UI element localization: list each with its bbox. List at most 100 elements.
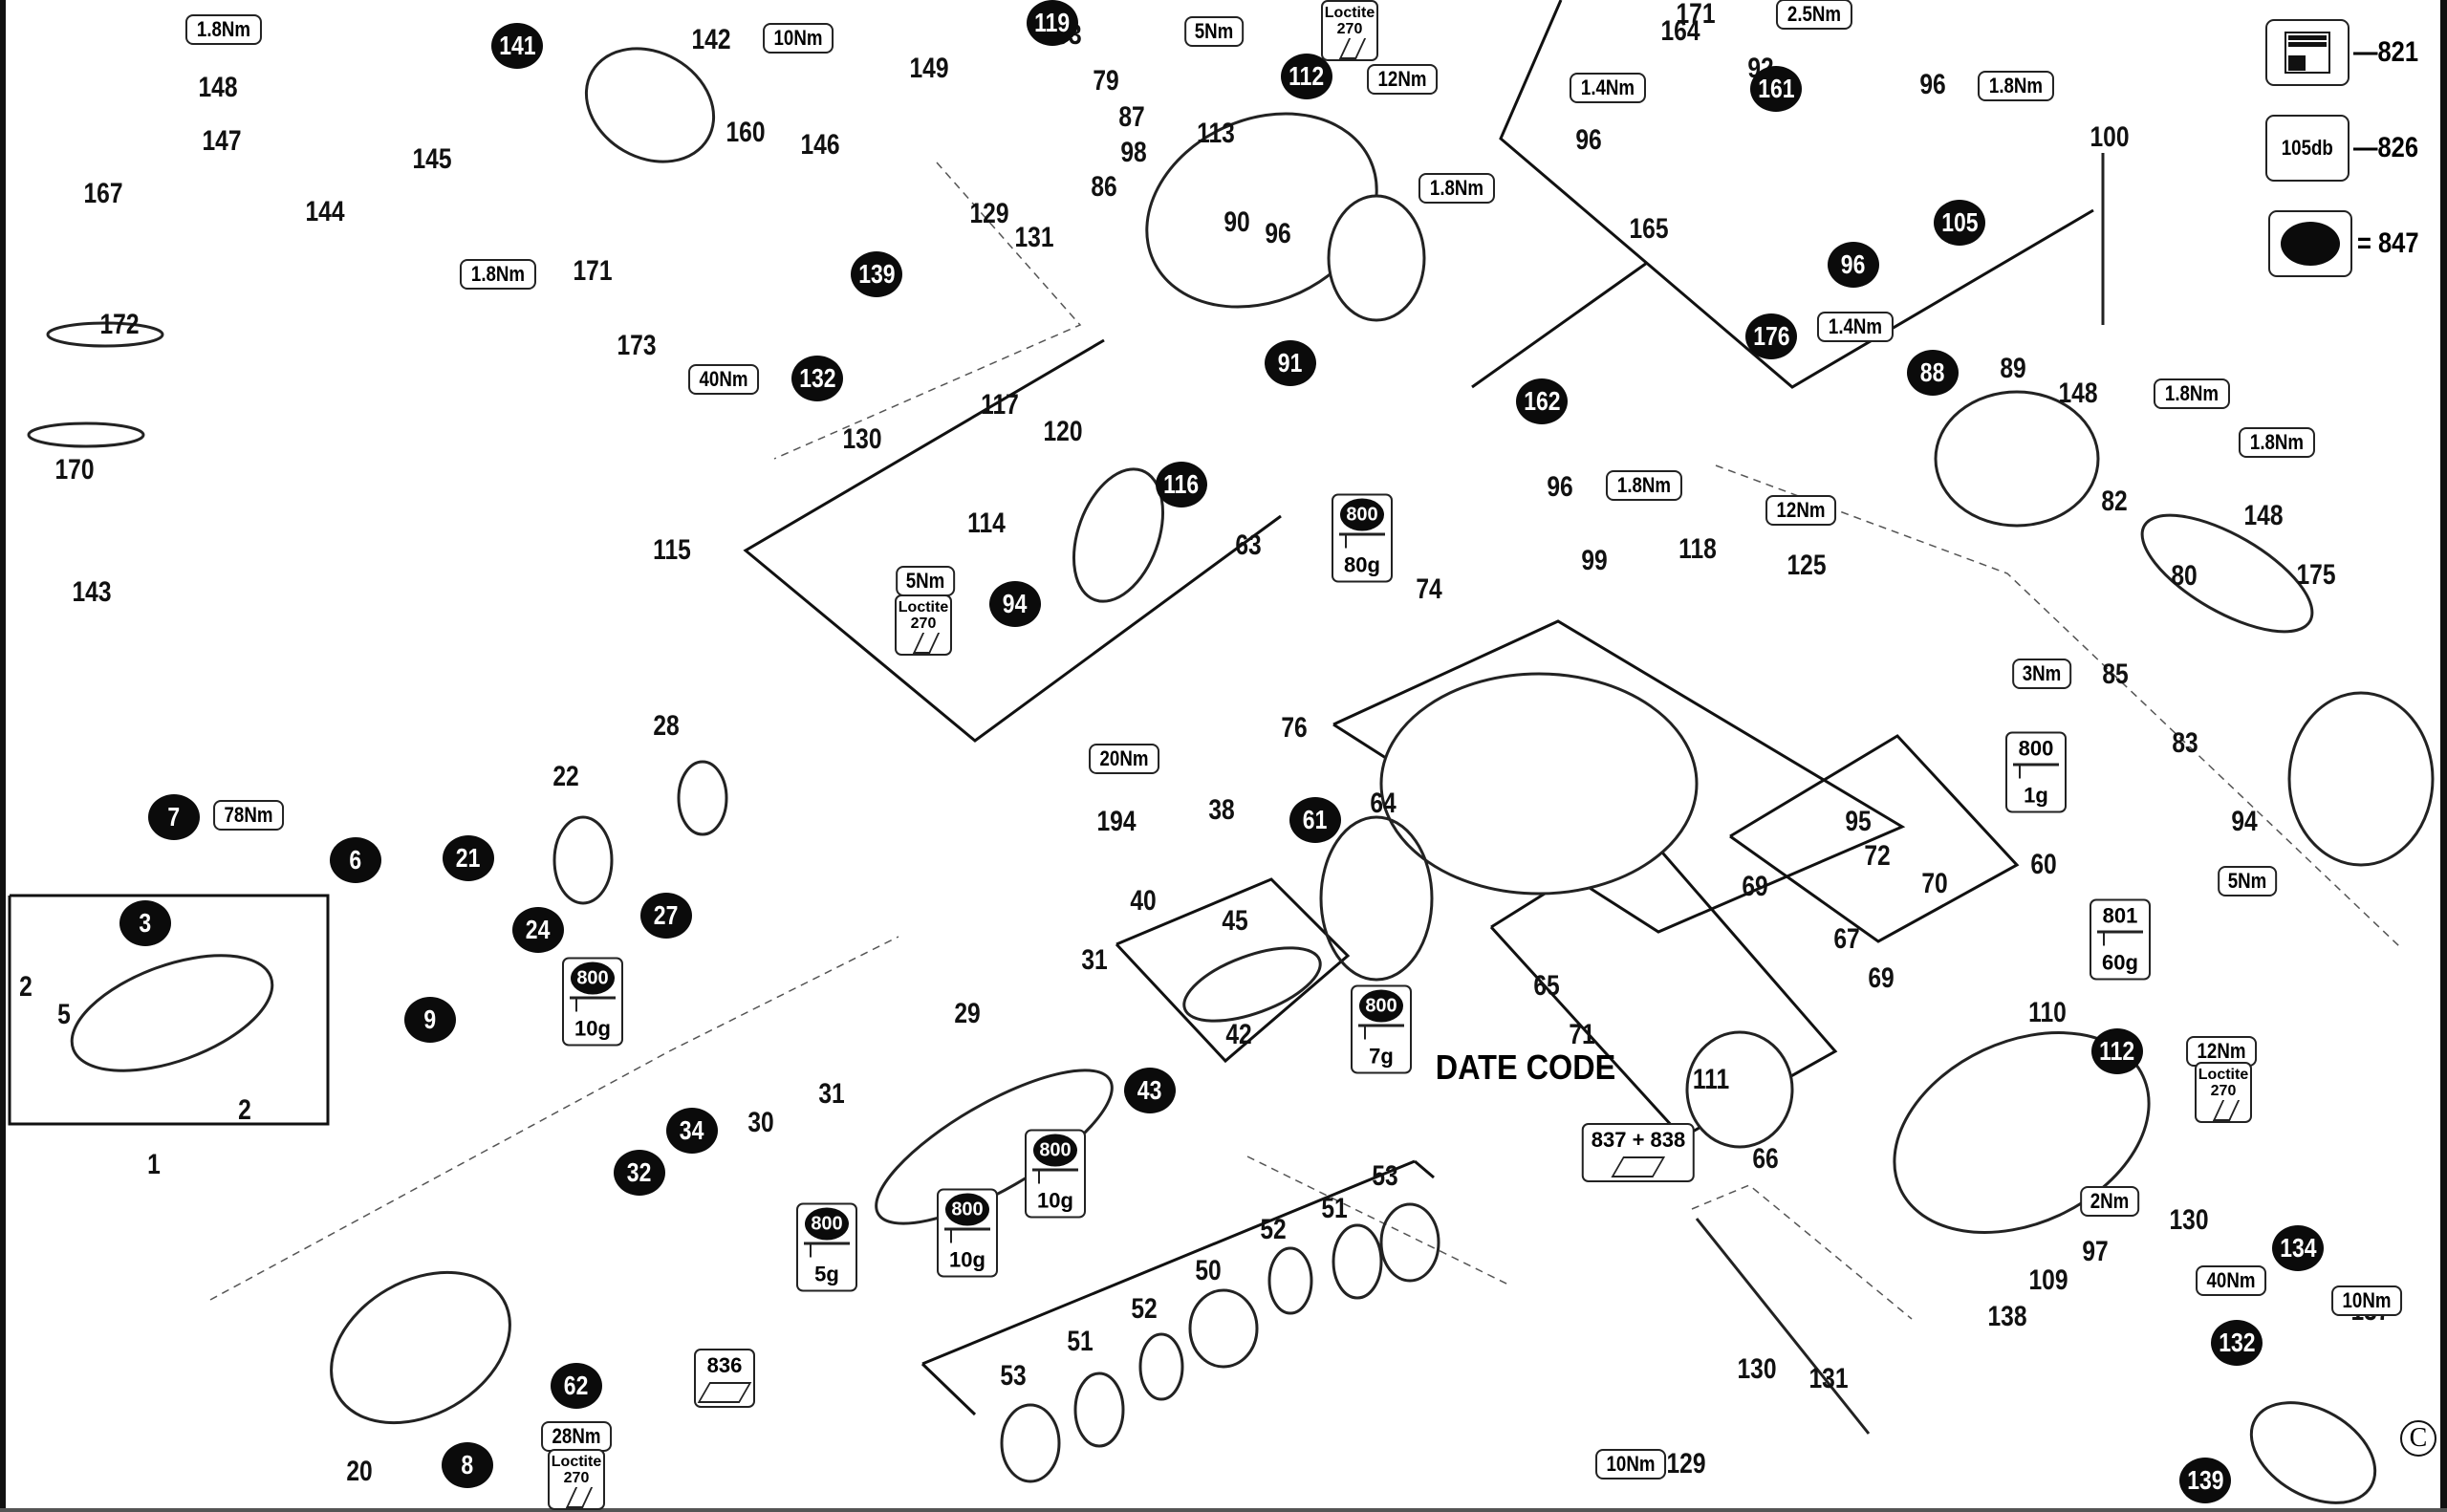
kit-number-bubble: 27 (640, 893, 692, 939)
part-number-label: 65 (1533, 970, 1560, 1002)
part-tool-holder (70, 954, 274, 1072)
part-number-label: 67 (1833, 923, 1860, 955)
grease-gun-icon (570, 996, 616, 1015)
part-number-label: 52 (1131, 1293, 1158, 1325)
part-number-label: 115 (653, 534, 691, 566)
page-border-bottom (0, 1508, 2447, 1512)
part-seal-28 (677, 760, 728, 836)
part-number-label: 148 (2058, 378, 2098, 409)
torque-value: 1.8Nm (196, 17, 251, 41)
grease-code: 800 (1033, 1134, 1077, 1167)
part-number-label: 96 (1265, 218, 1291, 249)
part-number-label: 90 (1224, 206, 1250, 238)
date-code-label: DATE CODE (1435, 1048, 1616, 1087)
group-bracket-seals-b (1414, 1159, 1435, 1179)
part-number-label: 129 (969, 198, 1009, 229)
torque-spec-badge: 1.4Nm (1816, 312, 1895, 342)
grease-amount: 10g (1037, 1188, 1073, 1213)
part-number-label: 131 (1014, 222, 1054, 253)
grease-code: 800 (1359, 989, 1403, 1023)
torque-spec-badge: 40Nm (688, 364, 759, 395)
part-number-label: 29 (954, 998, 981, 1029)
kit-number-bubble: 176 (1745, 313, 1797, 359)
loctite-name: Loctite (551, 1454, 602, 1470)
kit-number-bubble: 91 (1265, 340, 1316, 386)
label-sheet-icon (2285, 32, 2330, 74)
kit-number-bubble: 96 (1828, 242, 1879, 288)
grease-amount: 1g (2024, 783, 2048, 808)
grease-code: 800 (945, 1193, 989, 1226)
part-seal-53a (1379, 1202, 1440, 1283)
part-number-label: 110 (2028, 997, 2067, 1028)
kit-number-text: 62 (564, 1371, 589, 1400)
kit-number-bubble: 116 (1156, 462, 1207, 508)
kit-number-text: 119 (1034, 8, 1071, 37)
grease-gun-icon (944, 1227, 990, 1246)
part-number-label: 175 (2296, 559, 2336, 591)
part-number-label: 53 (1000, 1360, 1027, 1392)
part-number-label: 173 (617, 330, 657, 361)
part-number-label: 125 (1787, 550, 1827, 581)
torque-spec-badge: 12Nm (1765, 495, 1836, 526)
part-number-label: 171 (1676, 0, 1716, 30)
dashed-region-shaft (1691, 1184, 1913, 1320)
part-number-label: 51 (1067, 1326, 1094, 1357)
kit-number-text: 134 (2279, 1233, 2317, 1263)
part-number-label: 53 (1372, 1160, 1398, 1192)
part-number-label: 74 (1416, 573, 1442, 605)
group-bracket-switch (1499, 0, 2094, 389)
tool-number: 837 + 838 (1591, 1128, 1686, 1152)
kit-number-bubble: 3 (119, 900, 171, 946)
kit-number-bubble: 112 (1281, 54, 1332, 99)
part-bearing-52b (1138, 1332, 1184, 1401)
legend-oval-box (2268, 210, 2352, 277)
part-o-ring-61 (1319, 815, 1434, 982)
torque-spec-badge: 1.8Nm (184, 14, 263, 45)
kit-number-text: 116 (1163, 469, 1200, 499)
torque-spec-badge: 1.8Nm (1977, 71, 2055, 101)
part-number-label: 171 (573, 255, 613, 287)
part-number-label: 2 (19, 971, 32, 1003)
adhesive-tube-icon (1338, 38, 1367, 59)
part-number-label: 20 (346, 1456, 373, 1487)
part-number-label: 52 (1260, 1214, 1287, 1245)
kit-number-bubble: 62 (551, 1363, 602, 1409)
kit-number-text: 8 (461, 1450, 474, 1480)
legend-noise-box: 105db (2265, 115, 2350, 182)
part-number-label: 194 (1096, 806, 1137, 837)
torque-spec-badge: 1.8Nm (2153, 378, 2231, 409)
grease-amount: 60g (2102, 950, 2138, 975)
part-number-label: 87 (1118, 101, 1145, 133)
part-number-label: 164 (1660, 15, 1700, 47)
service-tool-badge: 837 + 838 (1581, 1123, 1696, 1182)
kit-number-bubble: 94 (989, 581, 1041, 627)
part-number-label: 89 (2000, 353, 2026, 384)
kit-number-bubble: 34 (666, 1108, 718, 1154)
kit-number-text: 96 (1841, 249, 1866, 279)
torque-spec-badge: 10Nm (2331, 1285, 2402, 1316)
part-ring-51b (1073, 1372, 1125, 1448)
page-border-right (2440, 0, 2447, 1512)
kit-number-text: 24 (526, 915, 551, 944)
part-number-label: 138 (1987, 1301, 2027, 1332)
torque-value: 20Nm (1099, 746, 1149, 770)
torque-spec-badge: 28Nm (541, 1421, 612, 1452)
torque-spec-badge: 40Nm (2196, 1265, 2266, 1296)
adhesive-tube-icon (912, 633, 941, 654)
tool-icon (1611, 1156, 1666, 1177)
kit-number-text: 162 (1523, 386, 1561, 416)
kit-number-bubble: 132 (791, 356, 843, 401)
part-number-label: 111 (1692, 1064, 1730, 1095)
grease-gun-icon (2097, 930, 2143, 949)
part-number-label: 146 (800, 129, 840, 161)
loctite-name: Loctite (1324, 5, 1375, 21)
kit-number-bubble: 24 (512, 907, 564, 953)
legend-847: = 847 (2357, 227, 2419, 259)
part-number-label: 117 (981, 389, 1019, 421)
legend-821: —821 (2353, 36, 2419, 68)
black-oval-icon (2281, 222, 2340, 266)
